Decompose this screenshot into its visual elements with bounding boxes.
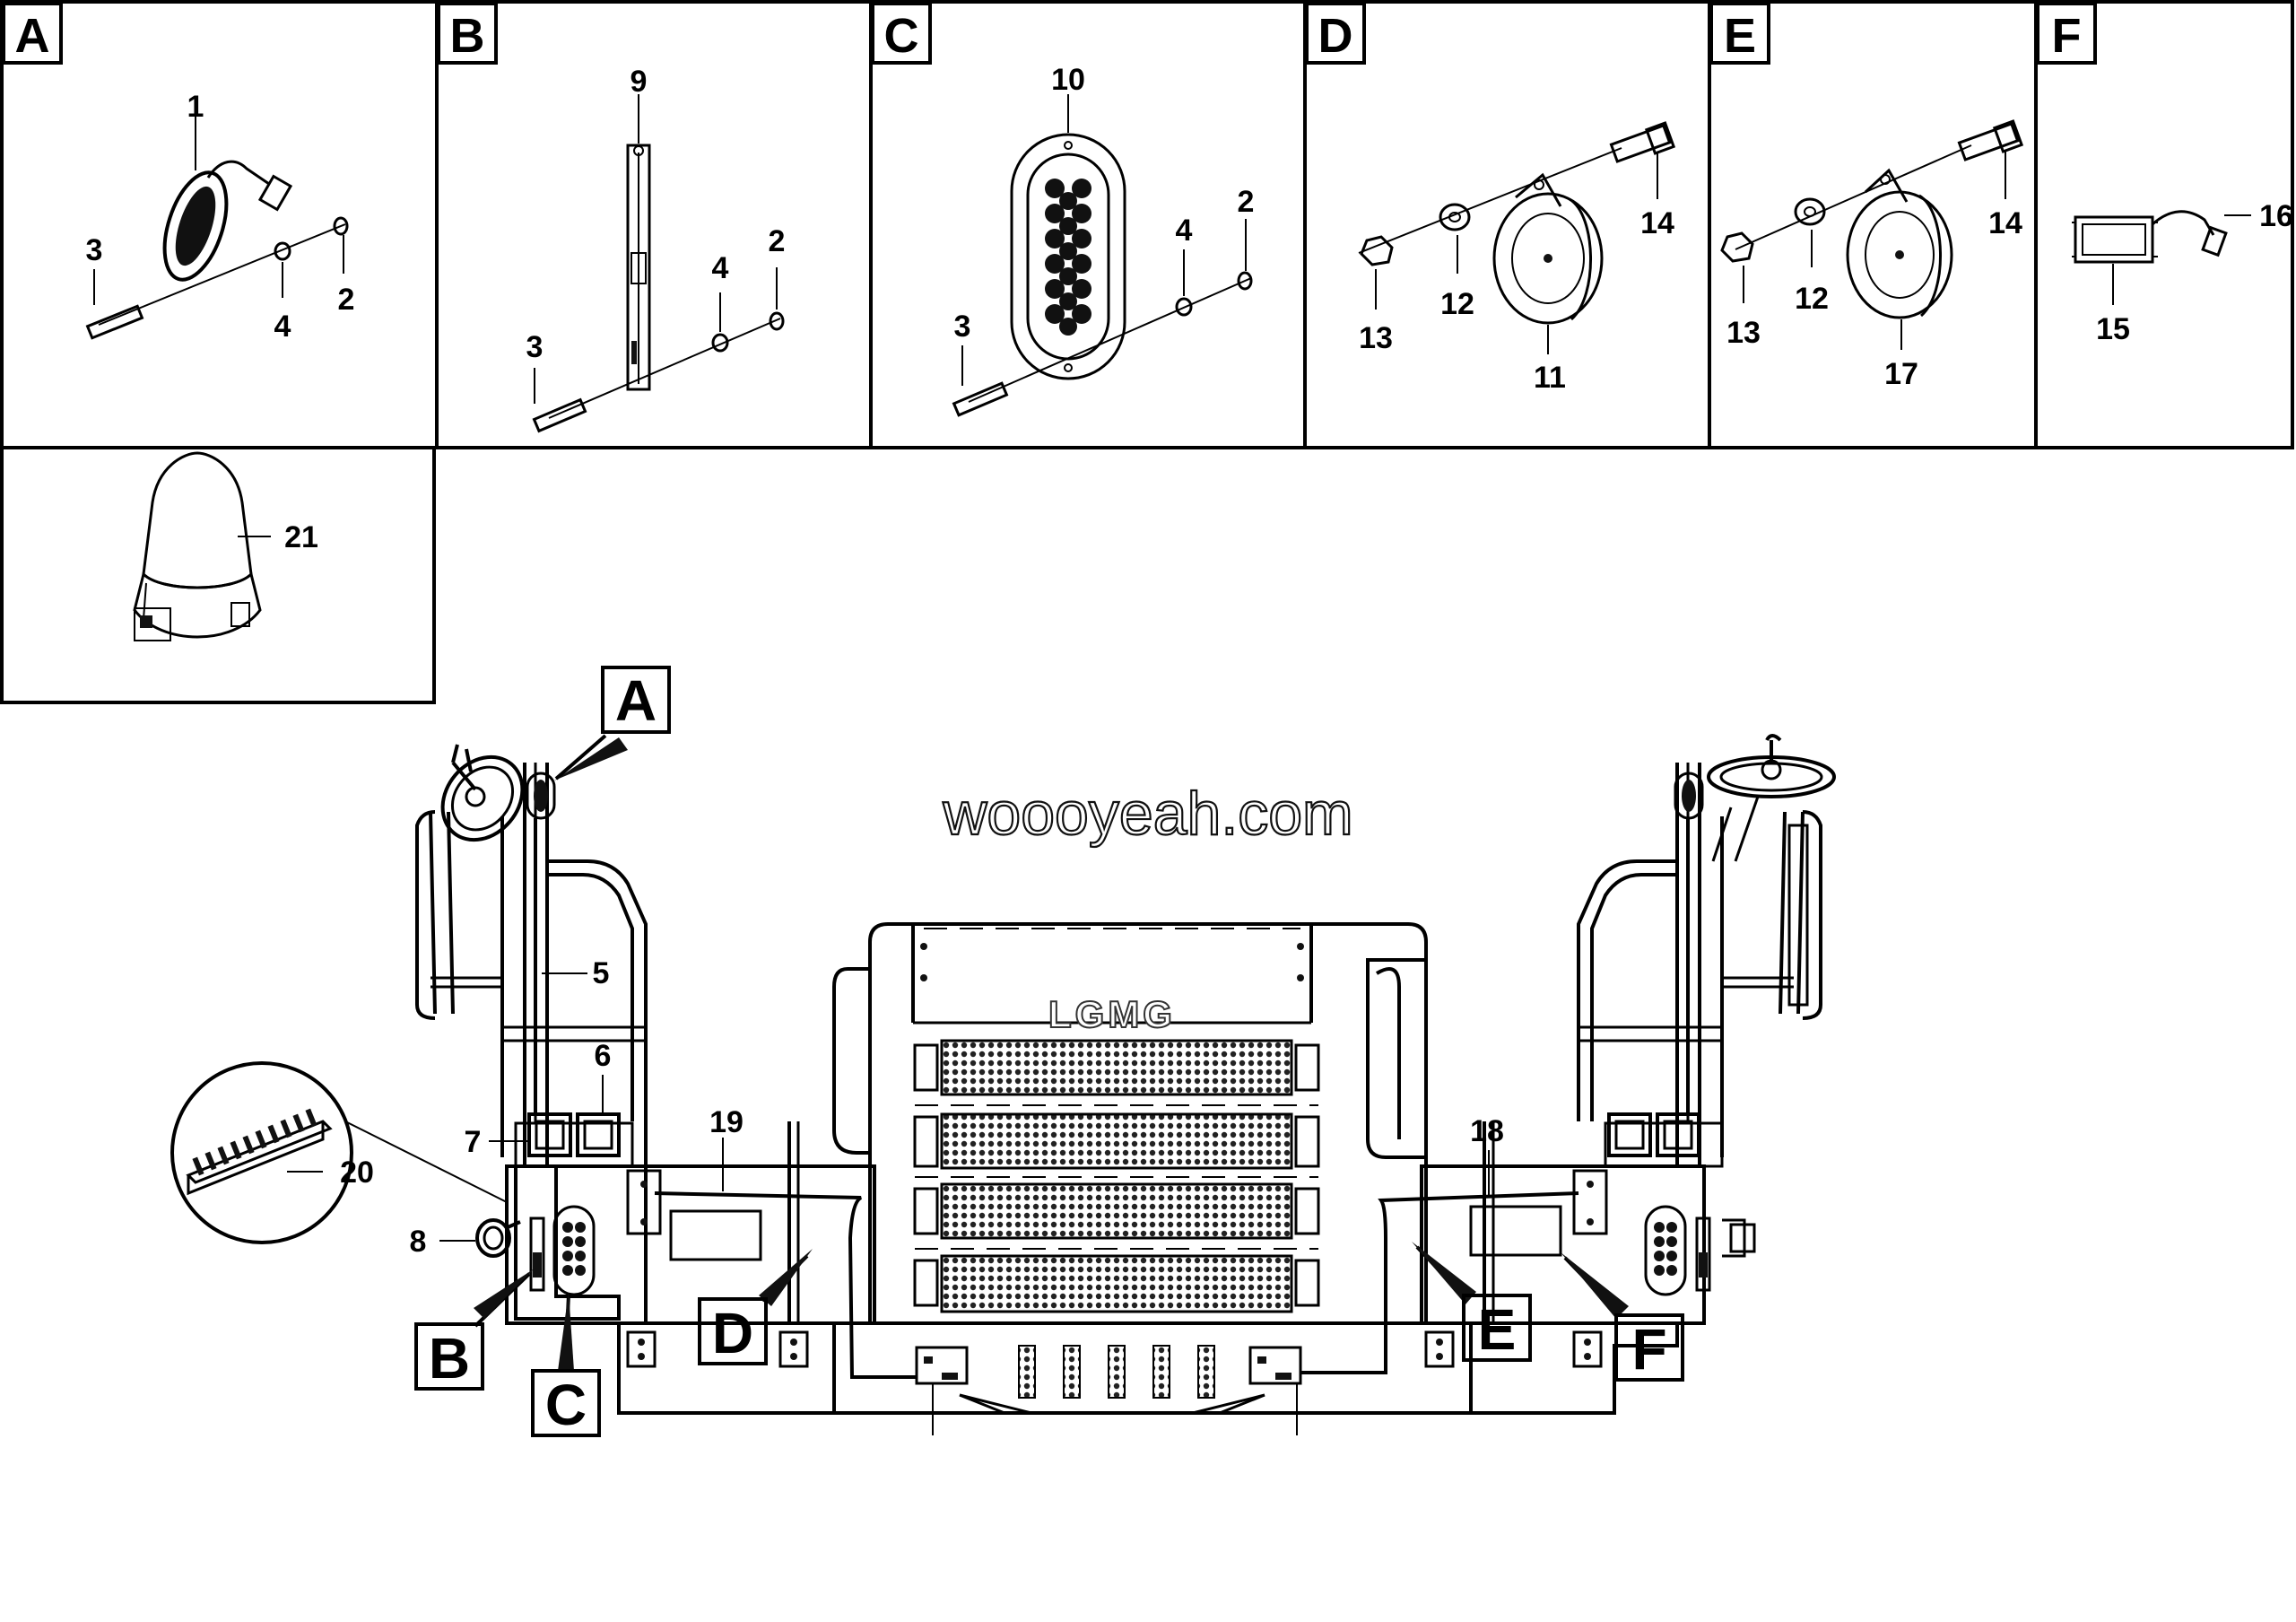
callout-17: 17 xyxy=(1884,357,1918,391)
location-box-c: C xyxy=(531,1292,601,1437)
callout-18: 18 xyxy=(1470,1114,1504,1148)
callout-2-c: 2 xyxy=(1238,185,1255,219)
callout-3-c: 3 xyxy=(954,310,971,344)
callout-15: 15 xyxy=(2096,312,2130,346)
callout-10: 10 xyxy=(1051,63,1085,97)
callout-leaders xyxy=(439,972,1490,1242)
machine-rear-view: woooyeah.com LGMG xyxy=(170,666,1836,1437)
left-horn xyxy=(475,1218,521,1258)
location-box-e-text: E xyxy=(1478,1297,1517,1362)
left-body xyxy=(505,1121,876,1325)
callout-9: 9 xyxy=(631,65,648,99)
location-box-c-text: C xyxy=(545,1373,587,1437)
location-box-b: B xyxy=(414,1269,535,1391)
panel-tag-a: A xyxy=(2,2,63,65)
callout-7: 7 xyxy=(465,1125,482,1159)
callout-6: 6 xyxy=(595,1039,612,1073)
location-box-a-text: A xyxy=(615,668,657,733)
left-work-lamps xyxy=(527,1112,621,1157)
callout-2-a: 2 xyxy=(338,283,355,317)
callout-1: 1 xyxy=(187,90,204,124)
callout-3-b: 3 xyxy=(526,330,544,364)
callout-12-e: 12 xyxy=(1795,282,1829,316)
panel-d-horn: 14 13 12 11 xyxy=(1358,121,1676,395)
right-body xyxy=(1420,1121,1756,1325)
callout-4-a: 4 xyxy=(274,310,291,344)
callout-8: 8 xyxy=(410,1225,427,1259)
callout-14-d: 14 xyxy=(1640,206,1674,240)
right-work-lamps xyxy=(1607,1112,1700,1157)
callout-4-b: 4 xyxy=(712,251,729,285)
panel-e-horn: 14 13 12 17 xyxy=(1720,119,2024,391)
brand-logo: LGMG xyxy=(1048,993,1176,1035)
watermark-text: woooyeah.com xyxy=(942,780,1352,848)
callout-11: 11 xyxy=(1534,361,1566,395)
location-box-f: F xyxy=(1561,1252,1684,1382)
callout-20: 20 xyxy=(340,1155,374,1190)
location-box-a: A xyxy=(554,666,671,780)
callout-13-d: 13 xyxy=(1359,321,1393,355)
location-box-d: D xyxy=(698,1249,813,1365)
callout-2-b: 2 xyxy=(769,224,786,258)
detail-panels-frame xyxy=(0,0,2294,704)
main-callouts: 5 6 7 8 19 18 20 xyxy=(340,956,1504,1259)
led-array xyxy=(1045,179,1091,336)
panel-tag-b: B xyxy=(437,2,498,65)
panel-tag-d: D xyxy=(1305,2,1366,65)
right-rops xyxy=(1577,734,1836,1166)
panel-letter-tags: A B C D E F xyxy=(2,2,2097,65)
engine-hood: LGMG xyxy=(832,922,1428,1325)
panel-b-bar-lamp: 9 3 4 2 xyxy=(526,65,786,433)
callout-5: 5 xyxy=(593,956,610,990)
panel-tag-b-text: B xyxy=(450,9,485,63)
panel-tag-c-text: C xyxy=(884,9,919,63)
callout-12-d: 12 xyxy=(1440,287,1474,321)
panel-f-plate-lamp: 16 15 xyxy=(2072,199,2293,346)
panel-a-marker-lamp: 1 3 4 2 xyxy=(86,90,355,344)
location-box-b-text: B xyxy=(429,1326,470,1391)
wire-harnesses xyxy=(534,818,1690,1379)
panel-tag-f-text: F xyxy=(2052,9,2082,63)
panel-tag-a-text: A xyxy=(15,9,50,63)
callout-13-e: 13 xyxy=(1726,316,1761,350)
location-box-e: E xyxy=(1412,1242,1532,1362)
callout-3-a: 3 xyxy=(86,233,103,267)
panel-tag-e: E xyxy=(1709,2,1770,65)
location-box-d-text: D xyxy=(712,1301,753,1365)
rear-bumper xyxy=(617,1321,1679,1435)
callout-19: 19 xyxy=(709,1105,744,1139)
callout-14-e: 14 xyxy=(1988,206,2022,240)
panel-tag-c: C xyxy=(871,2,932,65)
bumper-vents xyxy=(1018,1345,1215,1399)
left-rops xyxy=(415,744,648,1166)
callout-21: 21 xyxy=(284,520,318,554)
panel-c-tail-light: 10 3 4 2 xyxy=(952,63,1255,417)
clip-strip-detail xyxy=(170,1061,508,1244)
panel-tag-f: F xyxy=(2036,2,2097,65)
location-box-f-text: F xyxy=(1631,1317,1666,1382)
callout-16: 16 xyxy=(2259,199,2293,233)
panel-tag-e-text: E xyxy=(1724,9,1756,63)
panel-beacon: 21 xyxy=(133,451,318,641)
panel-tag-d-text: D xyxy=(1318,9,1353,63)
grille-panels xyxy=(913,1039,1320,1313)
callout-4-c: 4 xyxy=(1176,214,1193,248)
